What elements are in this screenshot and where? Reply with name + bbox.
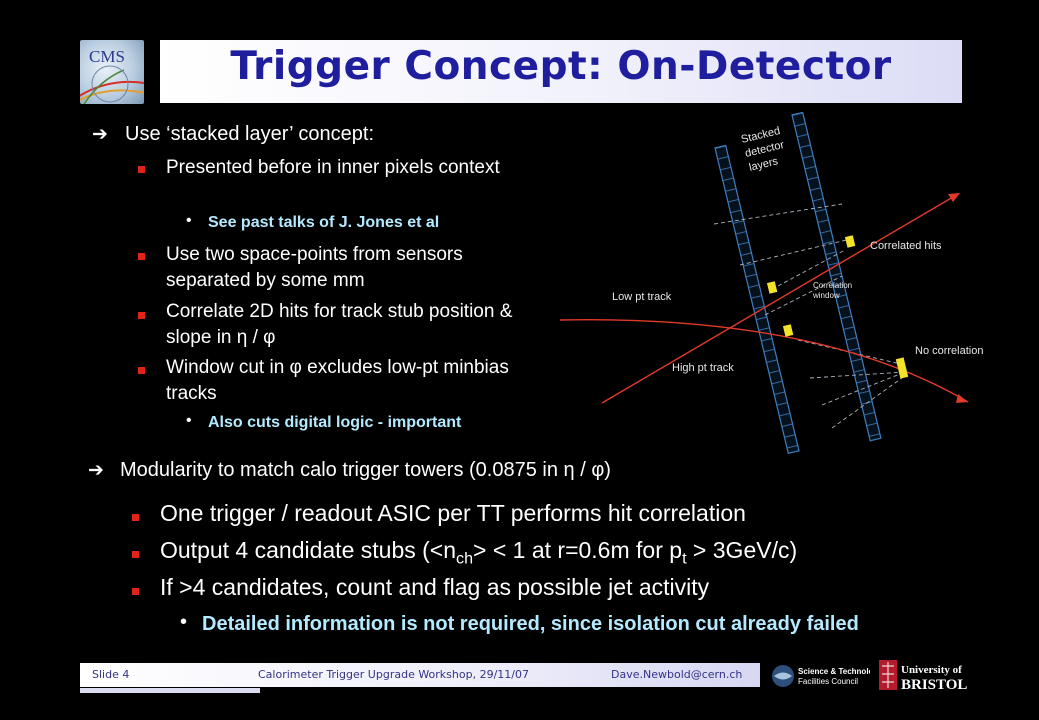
bullet-presented-before: Presented before in inner pixels context <box>166 157 500 178</box>
bullet-window-cut: Window cut in φ excludes low-pt minbias … <box>166 357 509 404</box>
footer-email: Dave.Newbold@cern.ch <box>611 668 743 681</box>
square-bullet-icon <box>132 588 139 595</box>
bullet-detailed-info: Detailed information is not required, si… <box>202 613 859 635</box>
bullet-output-stubs: Output 4 candidate stubs (<nch> < 1 at r… <box>160 537 798 568</box>
label-window: window <box>812 291 840 300</box>
hit-markers <box>766 235 909 379</box>
footer-bar <box>80 663 760 687</box>
low-pt-track-line <box>560 319 969 403</box>
correlation-window-lines <box>713 203 906 429</box>
bristol-university-of: University of <box>901 664 962 676</box>
square-bullet-icon <box>138 367 145 374</box>
bullet-two-space-points: Use two space-points from sensors separa… <box>166 244 463 291</box>
arrow-bullet-icon: ➔ <box>92 124 108 145</box>
bristol-logo: University of BRISTOL <box>879 660 967 693</box>
stacked-layers-diagram: Stacked detector layers Correlated hits … <box>560 111 983 455</box>
cms-logo-graphic: CMS <box>80 47 144 104</box>
label-no-correlation: No correlation <box>915 345 983 357</box>
dot-bullet-icon: • <box>186 212 192 229</box>
square-bullet-icon <box>138 253 145 260</box>
square-bullet-icon <box>138 312 145 319</box>
outer-detector-layer <box>791 111 882 442</box>
label-correlation: Correlation <box>813 281 852 290</box>
track-lines <box>560 196 969 404</box>
square-bullet-icon <box>132 551 139 558</box>
square-bullet-icon <box>132 514 139 521</box>
square-bullet-icon <box>138 166 145 173</box>
cms-logo: CMS <box>80 40 144 104</box>
bullet-digital-logic: Also cuts digital logic - important <box>208 414 462 431</box>
label-correlated-hits: Correlated hits <box>870 240 942 252</box>
arrow-head-icon <box>956 394 968 403</box>
label-high-pt-track: High pt track <box>672 362 734 374</box>
stfc-name: Science & Technology <box>798 667 870 676</box>
arrow-head-icon <box>948 193 960 202</box>
inner-detector-layer <box>714 144 800 455</box>
footer-event: Calorimeter Trigger Upgrade Workshop, 29… <box>258 668 529 681</box>
bullet-stacked-layer: Use ‘stacked layer’ concept: <box>125 123 375 145</box>
bullet-modularity: Modularity to match calo trigger towers … <box>120 459 611 481</box>
bullet-one-asic: One trigger / readout ASIC per TT perfor… <box>160 500 746 526</box>
label-low-pt-track: Low pt track <box>612 291 672 303</box>
bristol-name: BRISTOL <box>901 677 967 693</box>
title-bar <box>160 40 962 103</box>
dot-bullet-icon: • <box>180 611 188 633</box>
arrow-bullet-icon: ➔ <box>88 460 104 481</box>
page-title: Trigger Concept: On-Detector <box>230 44 892 89</box>
stfc-logo: Science & Technology Facilities Council <box>772 665 870 687</box>
dot-bullet-icon: • <box>186 412 192 429</box>
footer-underline <box>80 688 260 693</box>
footer-slide-number: Slide 4 <box>92 668 130 681</box>
stfc-council: Facilities Council <box>798 677 858 686</box>
bullet-correlate-hits: Correlate 2D hits for track stub positio… <box>166 301 513 348</box>
high-pt-track-line <box>601 196 954 404</box>
bullet-past-talks: See past talks of J. Jones et al <box>208 214 440 231</box>
bullet-jet-activity: If >4 candidates, count and flag as poss… <box>160 574 710 600</box>
cms-logo-text: CMS <box>89 47 125 66</box>
